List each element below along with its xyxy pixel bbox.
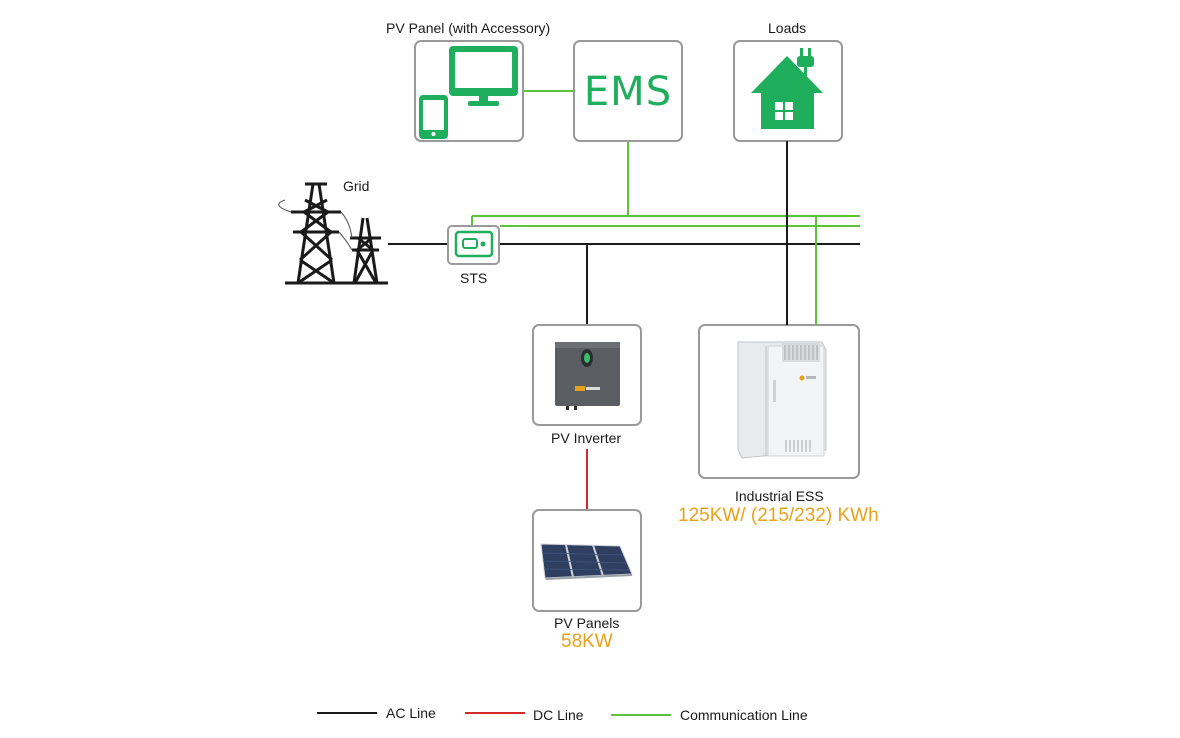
- ems-label: EMS: [583, 69, 673, 115]
- legend-label-dc: DC Line: [533, 707, 584, 723]
- industrial-ess-spec: 125KW/ (215/232) KWh: [678, 505, 879, 526]
- sts-label: STS: [460, 270, 488, 286]
- pv-panel-accessory-label: PV Panel (with Accessory): [386, 20, 551, 36]
- legend-label-comm: Communication Line: [680, 707, 808, 723]
- loads-label: Loads: [768, 20, 807, 36]
- grid-wires: [278, 199, 353, 251]
- grid-tower-icon: [285, 182, 388, 285]
- pv-panels-spec: 58KW: [561, 631, 613, 652]
- legend-label-ac: AC Line: [386, 705, 436, 721]
- legend-swatch-comm: [611, 714, 671, 716]
- legend-swatch-ac: [317, 712, 377, 714]
- grid-label: Grid: [343, 178, 370, 194]
- legend-swatch-dc: [465, 712, 525, 714]
- sts-switch-icon: [447, 225, 500, 265]
- pv-inverter-label: PV Inverter: [551, 430, 622, 446]
- pv-panels-label: PV Panels: [554, 615, 620, 631]
- industrial-ess-label: Industrial ESS: [735, 488, 824, 504]
- ems-box[interactable]: EMS: [573, 40, 683, 142]
